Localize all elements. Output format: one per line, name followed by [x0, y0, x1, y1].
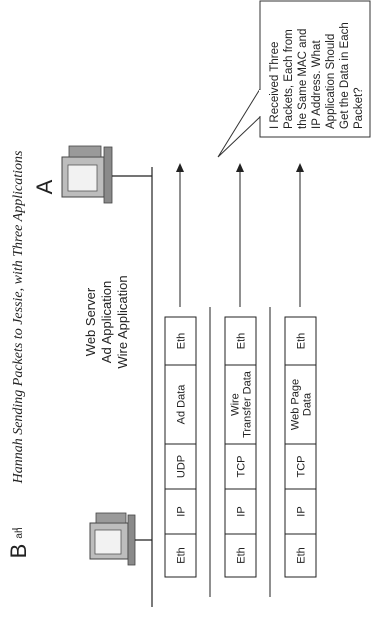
packet-3-cell-5-label: Eth — [296, 333, 308, 350]
packet-2-cell-2-label: IP — [236, 506, 248, 516]
host-a-app-label-1: Web Server — [83, 287, 98, 356]
question-speech-bubble: I Received Three Packets, Each from the … — [217, 0, 371, 158]
packet-3-cell-4-label: Data — [302, 392, 314, 416]
packet-2-cell-3-label: TCP — [236, 456, 248, 478]
bubble-line-1: I Received Three — [269, 42, 281, 129]
packet-1-cell-3-label: UDP — [176, 455, 188, 478]
packet-2-cell-4-label: Wire — [230, 393, 242, 416]
packet-2-cell-5 — [224, 316, 257, 366]
packet-3-cell-2-label: IP — [296, 506, 308, 516]
figure-caption: Hannah Sending Packets to Jessie, with T… — [11, 150, 26, 484]
packet-2-cell-5-label: Eth — [236, 333, 248, 350]
packet-3-cell-1-label: Eth — [296, 547, 308, 564]
packet-2-cell-4-label: Transfer Data — [242, 370, 254, 438]
packet-1-arrowhead — [176, 163, 184, 172]
bubble-line-3: the Same MAC and — [297, 29, 309, 129]
rotated-figure: Hannah Sending Packets to Jessie, with T… — [6, 0, 371, 607]
host-a-letter: A — [32, 179, 57, 194]
bubble-line-2: Packets, Each from — [283, 29, 295, 129]
packet-3-arrowhead — [296, 163, 304, 172]
bubble-line-4: IP Address. What — [311, 40, 323, 129]
packet-1-cell-1-label: Eth — [176, 547, 188, 564]
host-b-tag: ah — [14, 527, 25, 538]
packet-2-arrowhead — [236, 163, 244, 172]
host-b-letter: B — [6, 544, 31, 559]
host-a-app-label-3: Wire Application — [115, 275, 130, 368]
packet-3-cell-5 — [284, 316, 317, 366]
host-a-computer-icon — [61, 145, 113, 204]
bubble-line-6: Get the Data in Each — [339, 22, 351, 129]
packet-2-cell-1-label: Eth — [236, 547, 248, 564]
packet-1-cell-5-label: Eth — [176, 333, 188, 350]
packet-3-cell-3-label: TCP — [296, 456, 308, 478]
bubble-line-7: Packet? — [353, 87, 365, 129]
host-a-app-label-2: Ad Application — [99, 281, 114, 363]
packet-1-cell-5 — [164, 316, 197, 366]
packet-1-cell-4-label: Ad Data — [176, 384, 188, 425]
host-b-computer-icon — [89, 512, 152, 566]
packet-1-cell-2-label: IP — [176, 506, 188, 516]
packet-3-cell-4-label: Web Page — [290, 379, 302, 430]
bubble-line-5: Application Should — [325, 34, 337, 129]
